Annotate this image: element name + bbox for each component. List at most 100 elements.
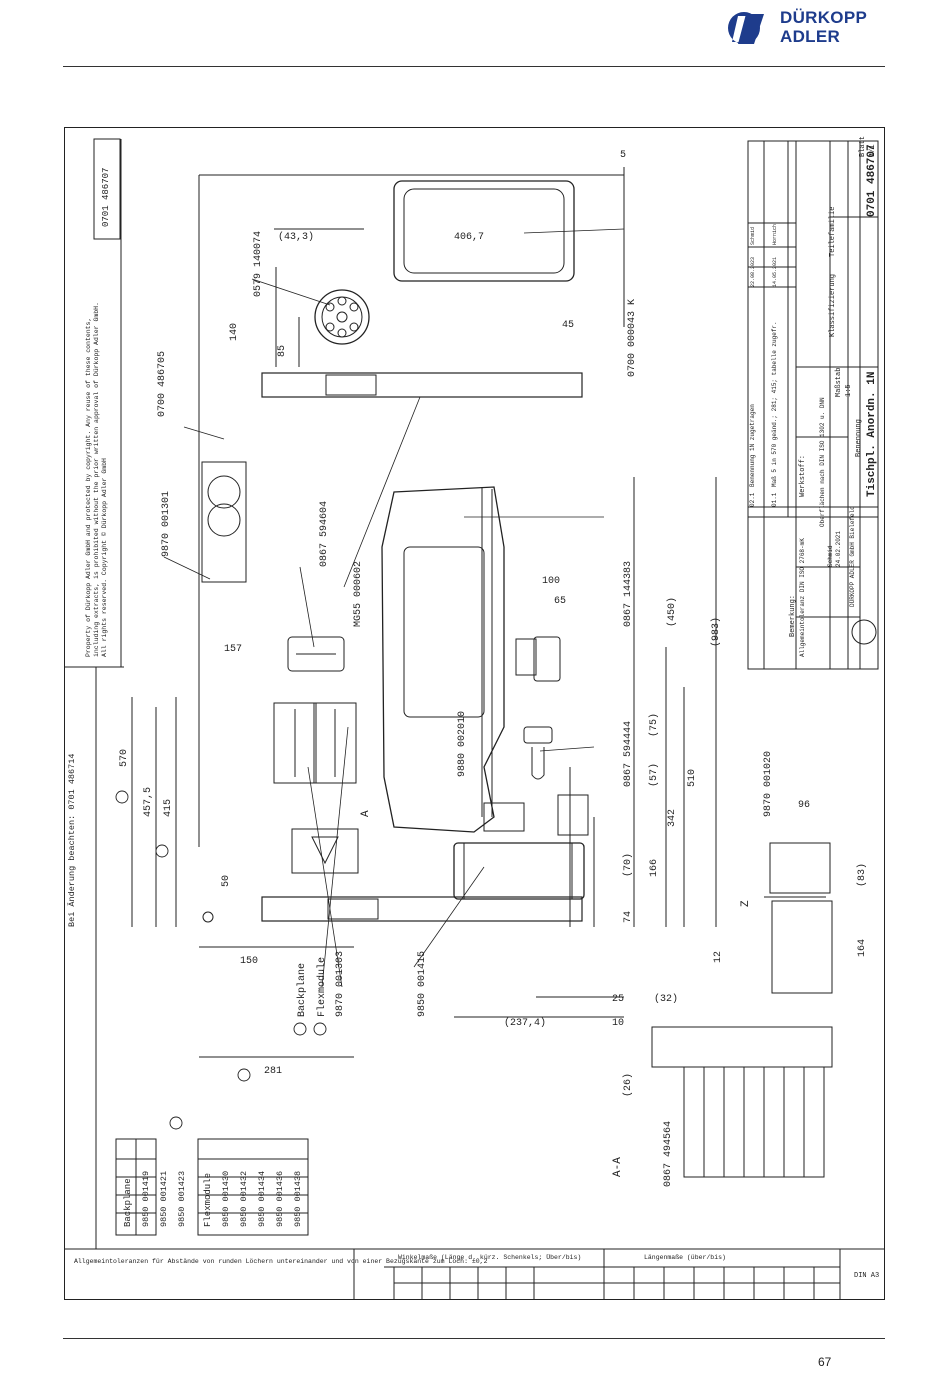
- copyright-line-3: All rights reserved. Copyright © Dürkopp…: [100, 458, 108, 657]
- technical-drawing: 0701 486707 Bei Änderung beachten: 0701 …: [64, 136, 885, 1300]
- rev-1-name: Schmid: [750, 227, 756, 245]
- callout-9850-001415: 9850 001415: [417, 951, 428, 1017]
- callout-9880-002010: 9880 002010: [457, 711, 468, 777]
- dim-983: (983): [710, 617, 722, 647]
- part-number: 0701 486707: [866, 144, 878, 217]
- tb-bearb: Schmid: [827, 545, 834, 567]
- rev-2-text: Maß 5 in 570 geänd.; 281; 415; tabelle z…: [771, 321, 778, 487]
- dim-237-4: (237,4): [504, 1017, 546, 1029]
- backplane-header: Backplane: [123, 1178, 133, 1227]
- callout-0867-494564: 0867 494564: [663, 1121, 674, 1187]
- tb-benennung: Benennung: [855, 419, 863, 457]
- dim-43-3: (43,3): [278, 231, 314, 243]
- rev-2-name: Hornich: [772, 224, 778, 245]
- dim-50: 50: [221, 875, 232, 887]
- backplane-row-1: 9850 001419: [141, 1171, 151, 1227]
- dim-25: 25: [612, 994, 624, 1005]
- tb-scale: 1:5: [845, 384, 853, 397]
- brand-logo: DÜRKOPP ADLER: [724, 6, 894, 52]
- tb-firma: DÜRKOPP ADLER GmbH Bielefeld: [849, 506, 856, 607]
- din-format: DIN A3: [854, 1272, 879, 1280]
- rev-1-date: 22.08.2023: [750, 257, 756, 287]
- brand-name: DÜRKOPP ADLER: [780, 8, 867, 46]
- dim-96: 96: [798, 800, 810, 811]
- tb-werkstoff: Werkstoff:: [799, 455, 807, 497]
- label-backplane: Backplane: [296, 963, 308, 1017]
- dim-457-5: 457,5: [143, 787, 154, 817]
- callout-mg55-000602: MG55 000602: [353, 561, 364, 627]
- callout-0700-486705: 0700 486705: [157, 351, 168, 417]
- rev-1-text: Benennung 1N zugetragen: [749, 404, 756, 487]
- tb-allgemeintoleranz: Allgemeintoleranz DIN ISO 2768-mK: [799, 538, 806, 657]
- callout-9870-001020: 9870 001020: [763, 751, 774, 817]
- drawing-title: Tischpl. Anordn. 1N: [866, 372, 878, 497]
- dim-157: 157: [224, 644, 242, 655]
- dim-415: 415: [163, 799, 174, 817]
- dim-281: 281: [264, 1066, 282, 1077]
- brand-line1: DÜRKOPP: [780, 8, 868, 27]
- callout-0867-594604: 0867 594604: [319, 501, 330, 567]
- dim-166: 166: [649, 859, 660, 877]
- dim-85: 85: [277, 345, 288, 357]
- dim-57: (57): [648, 763, 660, 787]
- dim-74: 74: [623, 911, 634, 923]
- tolerance-note-left: Allgemeintoleranzen für Abstände von run…: [74, 1258, 488, 1265]
- flexmodule-header: Flexmodule: [203, 1173, 213, 1227]
- brand-line2: ADLER: [780, 27, 841, 46]
- part-number-vertical: 0701 486707: [101, 168, 111, 227]
- label-flexmodule: Flexmodule: [316, 957, 328, 1017]
- flexmodule-row-5: 9850 001438: [293, 1171, 303, 1227]
- tb-teilefamilie: Teilefamilie: [829, 207, 837, 257]
- label-view-z: Z: [740, 900, 752, 907]
- flexmodule-row-2: 9850 001432: [239, 1171, 249, 1227]
- rev-1-index: 02.1: [749, 492, 756, 507]
- tb-oberflaechen: Oberflächen nach DIN ISO 1302 u. DNN: [819, 397, 826, 527]
- callout-0700-000043-k: 0700 000043 K: [627, 299, 638, 377]
- dim-450: (450): [666, 597, 678, 627]
- callout-9870-001301: 9870 001301: [161, 491, 172, 557]
- tb-blatt: Blatt: [859, 136, 867, 157]
- dim-12: 12: [713, 951, 724, 963]
- callout-9870-001303: 9870 001303: [335, 951, 346, 1017]
- dim-83: (83): [856, 863, 868, 887]
- label-section-aa: A-A: [612, 1157, 624, 1177]
- flexmodule-row-3: 9850 001434: [257, 1171, 267, 1227]
- dim-100: 100: [542, 576, 560, 587]
- copyright-line-2: including extracts, is prohibited withou…: [93, 302, 100, 657]
- dim-342: 342: [667, 809, 678, 827]
- header-rule: [63, 66, 885, 67]
- copyright-line-1: Property of Dürkopp Adler GmbH and prote…: [85, 318, 92, 657]
- dim-510: 510: [687, 769, 698, 787]
- footer-rule: [63, 1338, 885, 1339]
- tb-klassifizierung: Klassifizierung: [829, 274, 837, 337]
- page-number: 67: [818, 1355, 832, 1369]
- tb-sheet: 1/1: [869, 144, 877, 157]
- dim-65: 65: [554, 596, 566, 607]
- dim-70: (70): [622, 853, 634, 877]
- dim-10: 10: [612, 1018, 624, 1029]
- dim-45: 45: [562, 320, 574, 331]
- tolerance-note-right: Längenmaße (über/bis): [644, 1254, 726, 1261]
- change-note: Bei Änderung beachten: 0701 486714: [67, 754, 77, 927]
- drawing-sheet: [64, 127, 885, 1300]
- tolerance-note-mid: Winkelmaße (Länge d. kürz. Schenkels; Üb…: [398, 1253, 581, 1261]
- da-logo-icon: [728, 12, 764, 44]
- dim-406-7: 406,7: [454, 232, 484, 243]
- callout-0867-594444: 0867 594444: [623, 721, 634, 787]
- dim-150: 150: [240, 956, 258, 967]
- dim-75: (75): [648, 713, 660, 737]
- flexmodule-row-1: 9850 001430: [221, 1171, 231, 1227]
- rev-2-index: 01.1: [771, 492, 778, 507]
- dim-570: 570: [119, 749, 130, 767]
- dim-26: (26): [622, 1073, 634, 1097]
- label-view-a: A: [360, 810, 372, 817]
- rev-2-date: 14.05.2021: [772, 257, 778, 287]
- dim-140: 140: [229, 323, 240, 341]
- dim-32: (32): [654, 993, 678, 1005]
- dim-5: 5: [620, 150, 626, 161]
- tb-datum: 24.02.2021: [835, 531, 842, 567]
- tb-bemerkung: Bemerkung:: [789, 595, 797, 637]
- dim-164: 164: [857, 939, 868, 957]
- callout-0579-140074: 0579 140074: [253, 231, 264, 297]
- backplane-row-3: 9850 001423: [177, 1171, 187, 1227]
